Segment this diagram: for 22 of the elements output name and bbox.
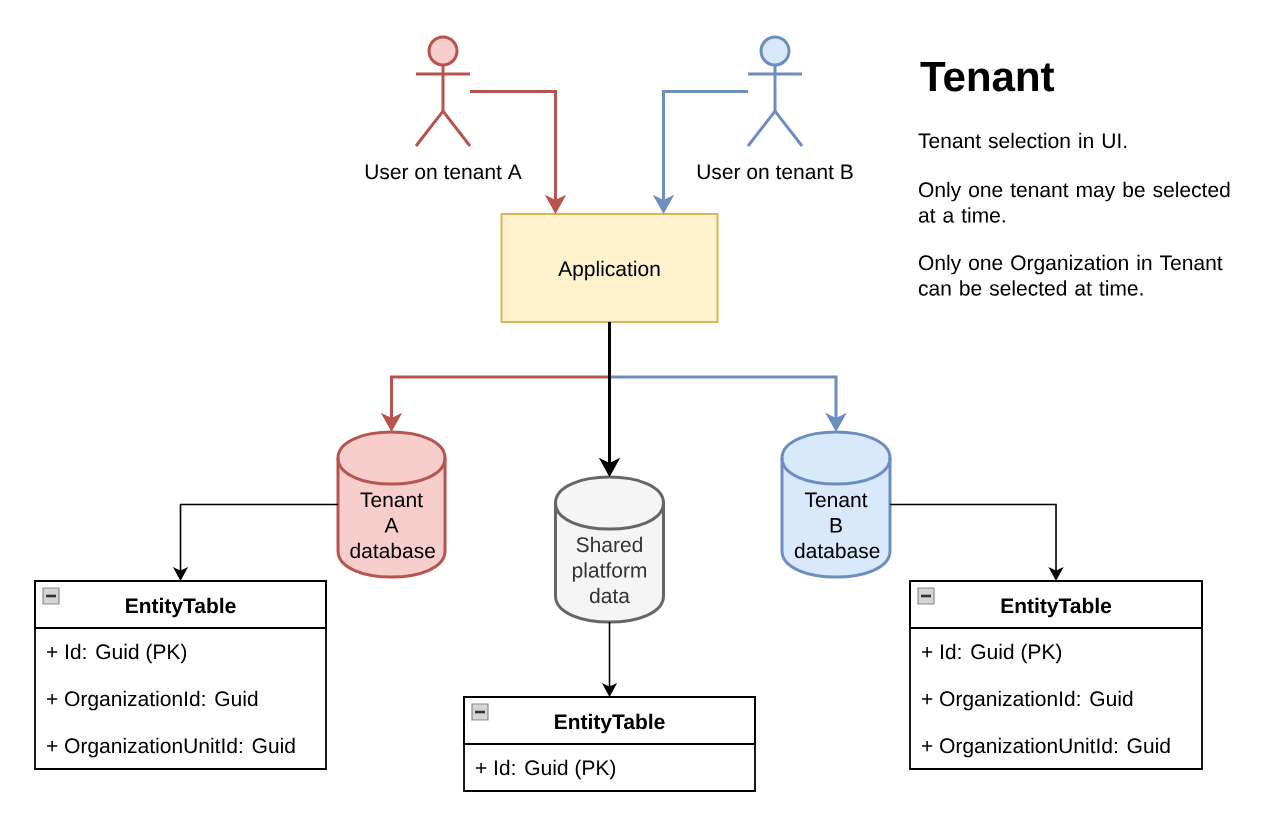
table-row: + OrganizationId: Guid — [47, 690, 258, 711]
figure-caption: User on tenant B — [697, 164, 853, 180]
process-box: Application — [500, 213, 719, 323]
table-row: + Id: Guid (PK) — [47, 643, 187, 664]
table-row: + Id: Guid (PK) — [476, 759, 616, 780]
database-cylinder: Shared platform data — [554, 475, 665, 624]
table-header: EntityTable — [34, 580, 327, 629]
note-text: Only one tenant may be selected at a time. — [918, 181, 1230, 223]
table-header: EntityTable — [909, 580, 1203, 629]
database-cylinder: Tenant A database — [336, 430, 447, 579]
table-header: EntityTable — [463, 696, 756, 745]
title: Tenant — [920, 62, 1055, 92]
note-text: Tenant selection in UI. — [918, 132, 1127, 149]
arrow — [889, 503, 1064, 581]
line — [608, 322, 611, 377]
table-row: + OrganizationId: Guid — [922, 690, 1133, 711]
figure-caption: User on tenant A — [365, 164, 522, 180]
table-row: + Id: Guid (PK) — [922, 643, 1062, 664]
table-row: + OrganizationUnitId: Guid — [922, 737, 1170, 758]
table-row: + OrganizationUnitId: Guid — [47, 737, 295, 758]
database-cylinder: Tenant B database — [780, 430, 892, 579]
note-text: Only one Organization in Tenant can be selected at time. — [918, 254, 1223, 296]
